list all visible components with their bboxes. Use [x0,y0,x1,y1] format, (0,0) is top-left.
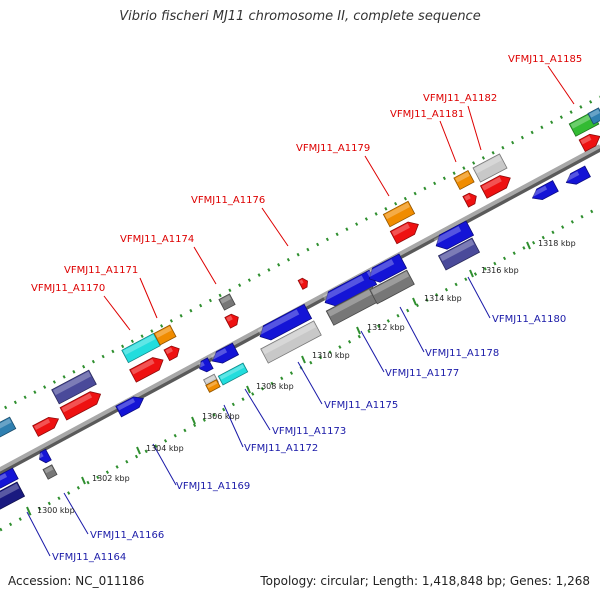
gene-blue-3[interactable] [209,342,240,367]
outer-dotted-track [0,95,600,413]
tick-mark [26,506,31,515]
gene-blue-5[interactable] [321,269,378,309]
tick-mark [526,241,531,250]
leader-a1173 [244,388,271,431]
gene-label-a1170[interactable]: VFMJ11_A1170 [31,283,105,294]
gene-teal-1[interactable] [587,107,600,125]
gene-slate-2[interactable] [437,237,481,271]
tick-label-1318: 1318 kbp [538,239,576,248]
leader-a1174 [193,246,217,285]
gene-label-a1177[interactable]: VFMJ11_A1177 [385,368,459,379]
gene-blue-8[interactable] [530,180,559,204]
gene-red-1[interactable] [32,414,62,437]
gene-orange-3[interactable] [382,200,416,228]
tick-mark [412,297,417,306]
leader-a1170 [103,295,131,331]
gene-label-a1171[interactable]: VFMJ11_A1171 [64,265,138,276]
leader-a1180 [467,276,491,319]
leader-a1185 [547,65,575,105]
gene-label-a1175[interactable]: VFMJ11_A1175 [324,400,398,411]
gene-label-a1176[interactable]: VFMJ11_A1176 [191,195,265,206]
gene-label-a1166[interactable]: VFMJ11_A1166 [90,530,164,541]
summary-text: Topology: circular; Length: 1,418,848 bp… [260,574,590,588]
gene-blue-1[interactable] [115,393,146,418]
tick-label-1310: 1310 kbp [312,351,350,360]
gene-teal-edge[interactable] [0,416,17,440]
tick-mark [246,385,251,394]
gene-navy-1[interactable] [0,481,26,515]
gene-red-5[interactable] [224,312,241,329]
gene-label-a1178[interactable]: VFMJ11_A1178 [425,348,499,359]
tick-label-1304: 1304 kbp [146,444,184,453]
leader-a1179 [364,155,390,197]
gene-cyan-1[interactable] [121,332,161,364]
tick-label-1312: 1312 kbp [367,323,405,332]
tick-label-1316: 1316 kbp [481,266,519,275]
gene-label-a1180[interactable]: VFMJ11_A1180 [492,314,566,325]
leader-a1172 [223,404,244,448]
leader-a1175 [297,361,323,405]
gene-blue-9[interactable] [564,165,591,188]
leader-a1177 [360,330,385,373]
gene-red-9[interactable] [479,172,513,199]
gene-gray-5[interactable] [42,464,58,480]
gene-red-2[interactable] [59,388,104,421]
leader-a1169 [152,443,177,486]
gene-label-a1169[interactable]: VFMJ11_A1169 [176,481,250,492]
gene-red-7[interactable] [389,218,421,245]
tick-mark [301,355,306,364]
gene-label-a1182[interactable]: VFMJ11_A1182 [423,93,497,104]
gene-orange-2[interactable] [205,379,221,393]
gene-gray-1[interactable] [218,293,236,311]
gene-blue-2[interactable] [197,357,214,374]
gene-label-a1185[interactable]: VFMJ11_A1185 [508,54,582,65]
leader-a1182 [467,105,482,151]
leader-a1164 [26,511,51,557]
tick-mark [136,446,141,455]
gene-red-10[interactable] [578,131,600,152]
gene-blue-6[interactable] [365,253,408,286]
tick-label-1308: 1308 kbp [256,382,294,391]
leader-a1166 [63,492,89,535]
gene-orange-1[interactable] [153,324,177,346]
gene-red-4[interactable] [163,343,182,362]
accession-text: Accession: NC_011186 [8,574,145,588]
gene-label-a1174[interactable]: VFMJ11_A1174 [120,234,194,245]
gene-cyan-2[interactable] [217,362,249,386]
tick-label-1302: 1302 kbp [92,474,130,483]
gene-blue-4[interactable] [256,303,313,343]
tick-label-1314: 1314 kbp [424,294,462,303]
gene-orange-4[interactable] [453,169,475,191]
gene-label-a1181[interactable]: VFMJ11_A1181 [390,109,464,120]
gene-label-a1172[interactable]: VFMJ11_A1172 [244,443,318,454]
leader-a1178 [399,306,425,353]
gene-label-a1179[interactable]: VFMJ11_A1179 [296,143,370,154]
map-title: Vibrio fischeri MJ11 chromosome II, comp… [119,9,481,24]
gene-lightgray-2[interactable] [472,153,508,183]
gene-red-8[interactable] [462,191,479,208]
leader-a1176 [261,207,289,247]
tick-mark [191,416,196,425]
gene-label-a1164[interactable]: VFMJ11_A1164 [52,552,126,563]
tick-label-1306: 1306 kbp [202,412,240,421]
gene-slate-1[interactable] [51,369,97,405]
tick-mark [356,326,361,335]
gene-red-3[interactable] [129,354,167,383]
gene-blue-10[interactable] [37,448,52,464]
inner-dotted-track [0,205,600,532]
leader-a1181 [439,120,457,163]
tick-mark [81,476,86,485]
tick-label-1300: 1300 kbp [37,506,75,515]
tick-mark [469,269,474,278]
gene-gray-4[interactable] [369,269,415,305]
gene-red-6[interactable] [297,277,310,290]
gene-label-a1173[interactable]: VFMJ11_A1173 [272,426,346,437]
gene-blue-7[interactable] [432,220,475,253]
gene-blue-11[interactable] [0,467,19,492]
gene-lightgray-1[interactable] [260,320,322,364]
leader-a1171 [139,277,158,319]
